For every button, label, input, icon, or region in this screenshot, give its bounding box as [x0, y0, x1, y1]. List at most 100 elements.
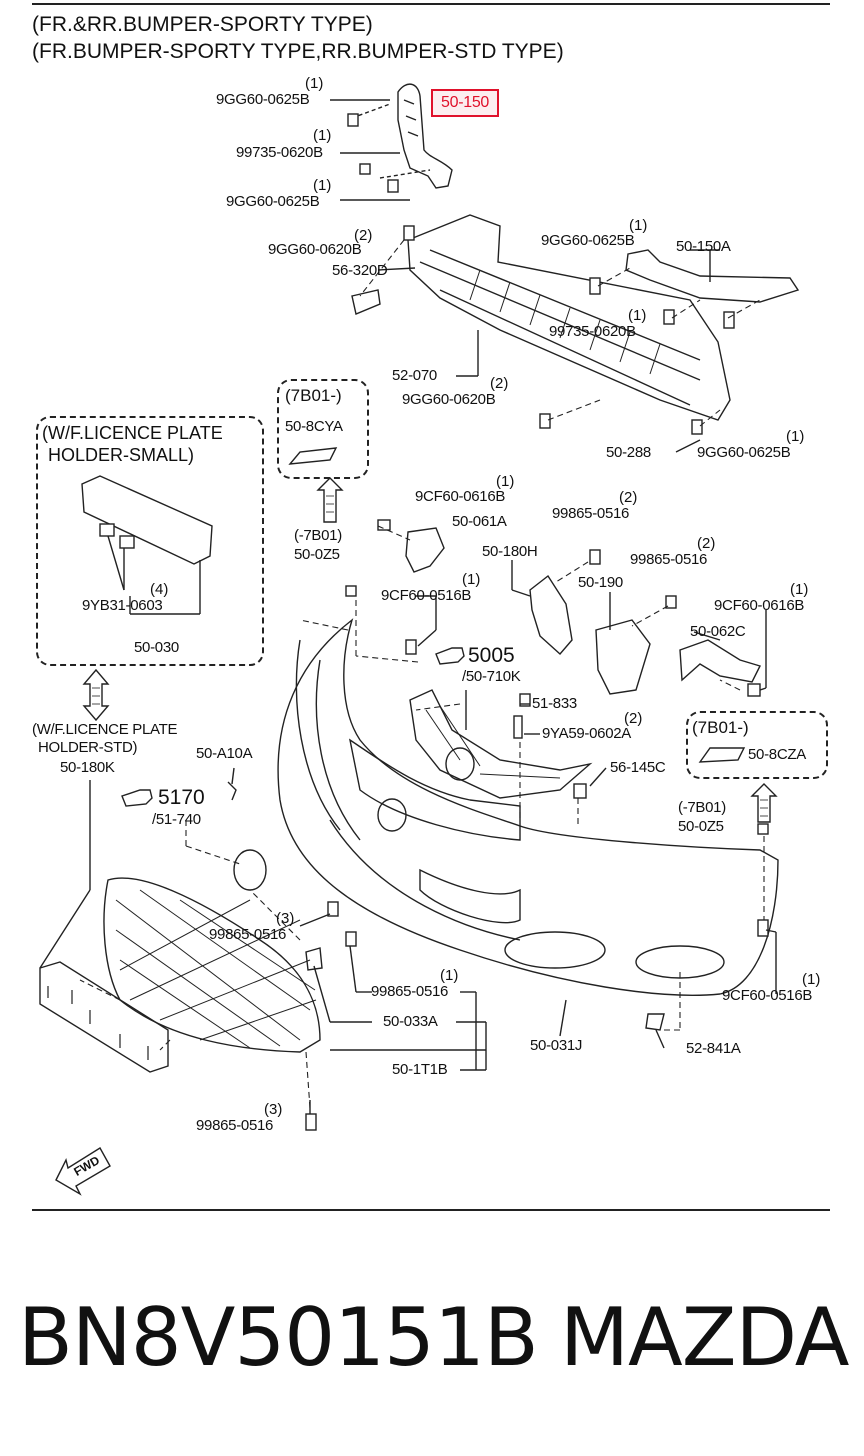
callout-part: 99865-0516: [630, 551, 708, 568]
callout-part: 50-0Z5: [678, 818, 724, 835]
callout-part-large: 5005: [468, 644, 515, 667]
callout-part: 50-031J: [530, 1037, 583, 1054]
option-box-licence-small: (W/F.LICENCE PLATE HOLDER-SMALL) (4) 9YB…: [36, 416, 264, 666]
callout-qty: (3): [276, 910, 295, 927]
callout-code: (-7B01): [294, 527, 342, 544]
option-note: HOLDER-STD): [38, 739, 138, 756]
option-note: (W/F.LICENCE PLATE: [42, 423, 223, 443]
callout-qty: (1): [802, 971, 821, 988]
callout-part: 50-8CYA: [285, 418, 343, 435]
emblem-drawing: [233, 849, 267, 891]
bracket-50-150a-drawing: [625, 249, 800, 303]
callout-qty: (1): [313, 177, 332, 194]
bumper-reinforcement-drawing: [407, 214, 731, 421]
up-arrow-7b01-b: [750, 783, 778, 823]
callout-part: 50-288: [606, 444, 651, 461]
callout-qty: (4): [150, 581, 169, 598]
callout-qty: (1): [305, 75, 324, 92]
callout-part: 56-320D: [332, 262, 388, 279]
callout-part: 9GG60-0625B: [697, 444, 791, 461]
callout-qty: (1): [628, 307, 647, 324]
option-code: (7B01-): [692, 718, 749, 737]
brand-name: MAZDA: [560, 1291, 849, 1384]
bracket-50-061a-drawing: [405, 527, 445, 573]
callout-part: 52-070: [392, 367, 437, 384]
highlighted-part-box[interactable]: 50-150: [431, 89, 499, 117]
callout-part: 52-841A: [686, 1040, 741, 1057]
option-note: (W/F.LICENCE PLATE: [32, 721, 178, 738]
callout-part: 9GG60-0625B: [216, 91, 310, 108]
callout-part: 9CF60-0516B: [722, 987, 813, 1004]
bracket-50-150-drawing: [397, 83, 453, 189]
callout-qty: (1): [786, 428, 805, 445]
bumper-cover-drawing: [277, 618, 779, 996]
callout-part: 50-061A: [452, 513, 507, 530]
callout-qty: (1): [790, 581, 809, 598]
callout-part: 50-1T1B: [392, 1061, 448, 1078]
highlighted-part-label: 50-150: [441, 94, 490, 111]
callout-qty: (1): [462, 571, 481, 588]
licence-plate-std-drawing: [39, 961, 169, 1073]
side-bracket-50-180h-drawing: [529, 574, 573, 656]
option-box-7b01-b: (7B01-) 50-8CZA: [686, 711, 828, 779]
callout-part: 99865-0516: [209, 926, 287, 943]
callout-part: 50-033A: [383, 1013, 438, 1030]
licence-plate-small-drawing: [81, 475, 213, 565]
callout-part: 50-180K: [60, 759, 115, 776]
callout-part: 50-0Z5: [294, 546, 340, 563]
hand-icon-5005: [435, 647, 465, 665]
callout-part: 9GG60-0625B: [541, 232, 635, 249]
side-bracket-50-190-drawing: [595, 619, 651, 695]
diagram-title-line2: (FR.BUMPER-SPORTY TYPE,RR.BUMPER-STD TYP…: [32, 40, 564, 63]
bolt-drawing: [330, 99, 431, 201]
callout-part: 99865-0516: [552, 505, 630, 522]
callout-qty: (3): [264, 1101, 283, 1118]
callout-part: 9YB31-0603: [82, 597, 163, 614]
callout-part: 50-8CZA: [748, 746, 806, 763]
callout-qty: (1): [496, 473, 515, 490]
callout-qty: (2): [354, 227, 373, 244]
callout-qty: (1): [313, 127, 332, 144]
callout-qty: (2): [490, 375, 509, 392]
callout-part: 50-190: [578, 574, 623, 591]
callout-part: 9GG60-0620B: [402, 391, 496, 408]
callout-qty: (2): [624, 710, 643, 727]
callout-part: 9CF60-0516B: [381, 587, 472, 604]
callout-part: 9GG60-0625B: [226, 193, 320, 210]
callout-part: 99735-0620B: [549, 323, 636, 340]
option-code: (7B01-): [285, 386, 342, 405]
callout-qty: (1): [629, 217, 648, 234]
callout-part: 50-150A: [676, 238, 731, 255]
upper-grille-drawing: [409, 689, 593, 799]
callout-part: 50-A10A: [196, 745, 253, 762]
double-arrow-licence: [82, 668, 110, 722]
option-box-7b01-a: (7B01-) 50-8CYA: [277, 379, 369, 479]
part-number: BN8V50151B: [18, 1291, 539, 1384]
up-arrow-7b01-a: [316, 477, 344, 523]
bracket-50-062c-drawing: [679, 639, 761, 683]
callout-part: 99735-0620B: [236, 144, 323, 161]
callout-part: 99865-0516: [196, 1117, 274, 1134]
callout-part: 51-833: [532, 695, 577, 712]
callout-part-large: 5170: [158, 786, 205, 809]
callout-part: 9CF60-0616B: [714, 597, 805, 614]
callout-part: 99865-0516: [371, 983, 449, 1000]
callout-part: 50-062C: [690, 623, 746, 640]
lower-grille-drawing: [103, 877, 321, 1053]
callout-part: 9CF60-0616B: [415, 488, 506, 505]
callout-code: (-7B01): [678, 799, 726, 816]
callout-qty: (2): [697, 535, 716, 552]
callout-part: 9YA59-0602A: [542, 725, 631, 742]
fwd-arrow-icon: [55, 1147, 111, 1196]
diagram-title-line1: (FR.&RR.BUMPER-SPORTY TYPE): [32, 13, 373, 36]
callout-part: 56-145C: [610, 759, 666, 776]
callout-sub: /50-710K: [462, 668, 521, 685]
callout-part: 50-180H: [482, 543, 538, 560]
callout-qty: (1): [440, 967, 459, 984]
callout-part: 50-030: [134, 639, 179, 656]
callout-sub: /51-740: [152, 811, 201, 828]
callout-part: 9GG60-0620B: [268, 241, 362, 258]
callout-qty: (2): [619, 489, 638, 506]
hand-icon-5170: [121, 789, 153, 807]
